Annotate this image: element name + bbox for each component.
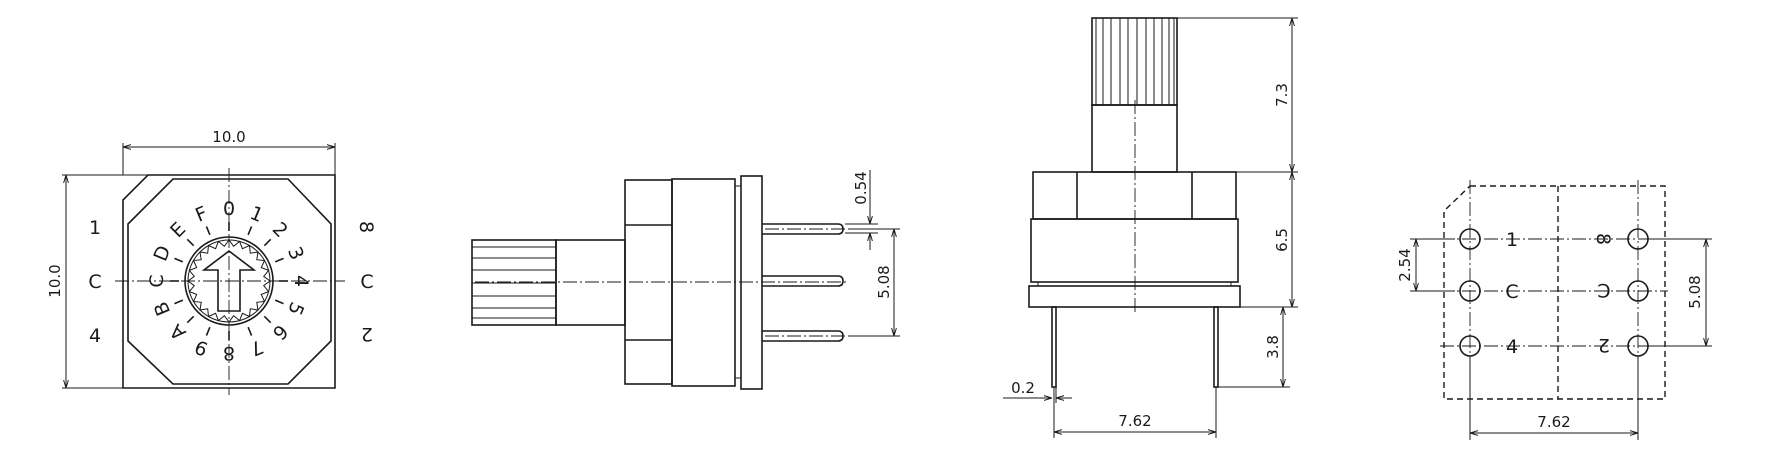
dial-ticks	[170, 222, 288, 340]
dial-tick	[274, 299, 284, 305]
dial-label: 3	[283, 244, 308, 264]
octagon-face	[127, 178, 332, 385]
footprint-outline	[1443, 185, 1666, 400]
dial-tick	[205, 326, 211, 336]
flange	[1028, 285, 1241, 308]
dial-tick	[205, 226, 211, 236]
pin	[1213, 306, 1219, 388]
dial-label: B	[150, 298, 175, 318]
dim-body: 6.5	[1273, 228, 1291, 252]
dial-label: 2	[268, 218, 292, 242]
dial-tick	[263, 238, 272, 247]
dial-label: 6	[268, 320, 292, 344]
dim-shaft: 7.3	[1273, 83, 1291, 107]
knurl-lines	[472, 246, 556, 319]
dim-pin-length: 3.8	[1264, 335, 1282, 359]
knurl-lines	[1095, 18, 1175, 105]
flange	[740, 175, 763, 390]
pad-label-4: 4	[1506, 336, 1518, 358]
pad-label-8: 8	[1592, 233, 1614, 245]
terminal-label-c: C	[360, 271, 373, 293]
dim-pin-thickness: 0.2	[1011, 379, 1035, 397]
shaft	[1091, 104, 1178, 173]
dial-label: 5	[283, 299, 308, 319]
dial-tick	[274, 257, 284, 263]
dim-height: 10.0	[46, 264, 64, 297]
side-view: 0.54 5.08	[471, 170, 900, 390]
pcb-footprint: 1 C 4 8 C 2 2.54 5.08 7.62	[1396, 180, 1712, 440]
dial-label: D	[150, 242, 176, 264]
dial-tick	[263, 315, 272, 324]
terminal-label-8: 8	[355, 221, 377, 233]
dial-label: 1	[247, 202, 267, 227]
dial-tick	[247, 326, 253, 336]
main-body	[1030, 218, 1239, 283]
dial-tick	[186, 315, 195, 324]
dial-tick	[174, 257, 184, 263]
dim-span: 7.62	[1537, 413, 1570, 431]
dim-width: 10.0	[212, 128, 245, 146]
dim-pin-pitch: 5.08	[875, 265, 893, 298]
holes	[1440, 180, 1668, 403]
pins	[762, 223, 844, 342]
dial-label: F	[192, 202, 211, 227]
pin	[762, 275, 844, 287]
dial-label: 9	[192, 335, 212, 360]
dial-tick	[186, 238, 195, 247]
shaft	[555, 239, 626, 326]
terminal-label-1: 1	[89, 217, 101, 239]
terminal-label-4: 4	[89, 325, 101, 347]
main-body	[671, 178, 736, 387]
dim-pin-width: 0.54	[852, 171, 870, 204]
front-view: 7.3 6.5 3.8 0.2 7.62	[1003, 17, 1298, 438]
dial-label: A	[166, 320, 191, 345]
terminal-label-c: C	[88, 271, 101, 293]
dim-pitch: 2.54	[1396, 248, 1414, 281]
dial-label: C	[146, 274, 168, 287]
pad-label-1: 1	[1506, 229, 1518, 251]
pad-label-2: 2	[1598, 334, 1610, 356]
dim-height: 5.08	[1686, 275, 1704, 308]
pad-label-c: C	[1597, 279, 1610, 301]
dial-tick	[174, 299, 184, 305]
dial-label: E	[166, 218, 190, 242]
dim-pin-span: 7.62	[1118, 412, 1151, 430]
terminal-label-2: 2	[361, 323, 373, 345]
dial-label: 7	[247, 335, 267, 360]
upper-body	[1032, 171, 1237, 220]
knurled-shaft	[1091, 17, 1178, 106]
dial-tick	[247, 226, 253, 236]
pin	[1051, 306, 1057, 388]
pad-label-c: C	[1505, 281, 1518, 303]
